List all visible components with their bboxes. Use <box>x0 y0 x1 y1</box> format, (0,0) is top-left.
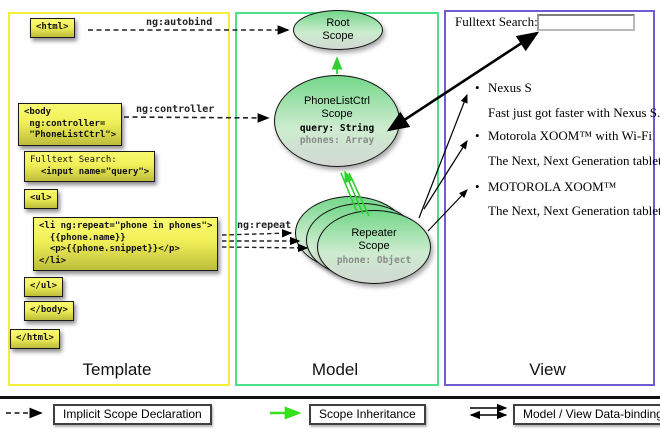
legend-double-arrow-icon <box>469 403 508 420</box>
ng-repeat-label: ng:repeat <box>237 220 292 231</box>
view-search-label: Fulltext Search: <box>455 14 538 29</box>
code-box-ul-open: <ul> <box>24 189 58 209</box>
view-item-name: Nexus S <box>488 80 532 95</box>
phonelistctrl-scope-ellipse: PhoneListCtrl Scope query: String phones… <box>274 75 400 167</box>
query-property: query: String <box>299 123 375 135</box>
bullet-icon: • <box>475 128 480 143</box>
fulltext-search-input[interactable] <box>537 14 635 31</box>
view-item-name: MOTOROLA XOOM™ <box>488 179 617 194</box>
legend-implicit-scope-declaration: Implicit Scope Declaration <box>53 404 212 425</box>
model-column-label: Model <box>311 360 359 379</box>
code-box-fulltext-search: Fulltext Search: <input name="query"> <box>24 151 156 182</box>
bullet-icon: • <box>475 179 480 194</box>
repeater-scope-title: Repeater Scope <box>351 227 397 252</box>
root-scope-ellipse: Root Scope <box>293 10 383 50</box>
ng-controller-label: ng:controller <box>136 104 215 115</box>
legend-model-view-databinding: Model / View Data-binding <box>513 404 660 425</box>
fulltext-input-line: <input name="query"> <box>30 166 150 177</box>
view-item-desc: The Next, Next Generation tablet. <box>488 203 660 218</box>
code-box-li-repeat: <li ng:repeat="phone in phones"> {{phone… <box>33 217 219 271</box>
phone-property: phone: Object <box>336 254 412 266</box>
template-column-label: Template <box>82 360 152 379</box>
view-item-name: Motorola XOOM™ with Wi-Fi <box>488 128 653 143</box>
code-box-html-open: <html> <box>30 18 75 38</box>
phones-property: phones: Array <box>299 135 375 147</box>
legend-scope-inheritance: Scope Inheritance <box>309 404 426 425</box>
view-column-label: View <box>529 360 566 379</box>
repeater-scope-ellipse: Repeater Scope phone: Object <box>317 210 431 284</box>
code-box-body-close: </body> <box>24 301 74 321</box>
code-box-html-close: </html> <box>10 329 60 349</box>
code-box-body-open: <body ng:controller= "PhoneListCtrl"> <box>18 103 123 146</box>
phonelistctrl-scope-title: PhoneListCtrl Scope <box>303 94 371 120</box>
view-column <box>444 10 655 386</box>
fulltext-label-line: Fulltext Search: <box>30 155 117 165</box>
legend-separator-line <box>0 396 660 399</box>
root-scope-title: Root Scope <box>322 17 354 42</box>
view-item-desc: Fast just got faster with Nexus S. <box>488 105 660 120</box>
view-item-desc: The Next, Next Generation tablet. <box>488 153 660 168</box>
ng-autobind-label: ng:autobind <box>146 17 213 28</box>
bullet-icon: • <box>475 80 480 95</box>
code-box-ul-close: </ul> <box>24 277 64 297</box>
